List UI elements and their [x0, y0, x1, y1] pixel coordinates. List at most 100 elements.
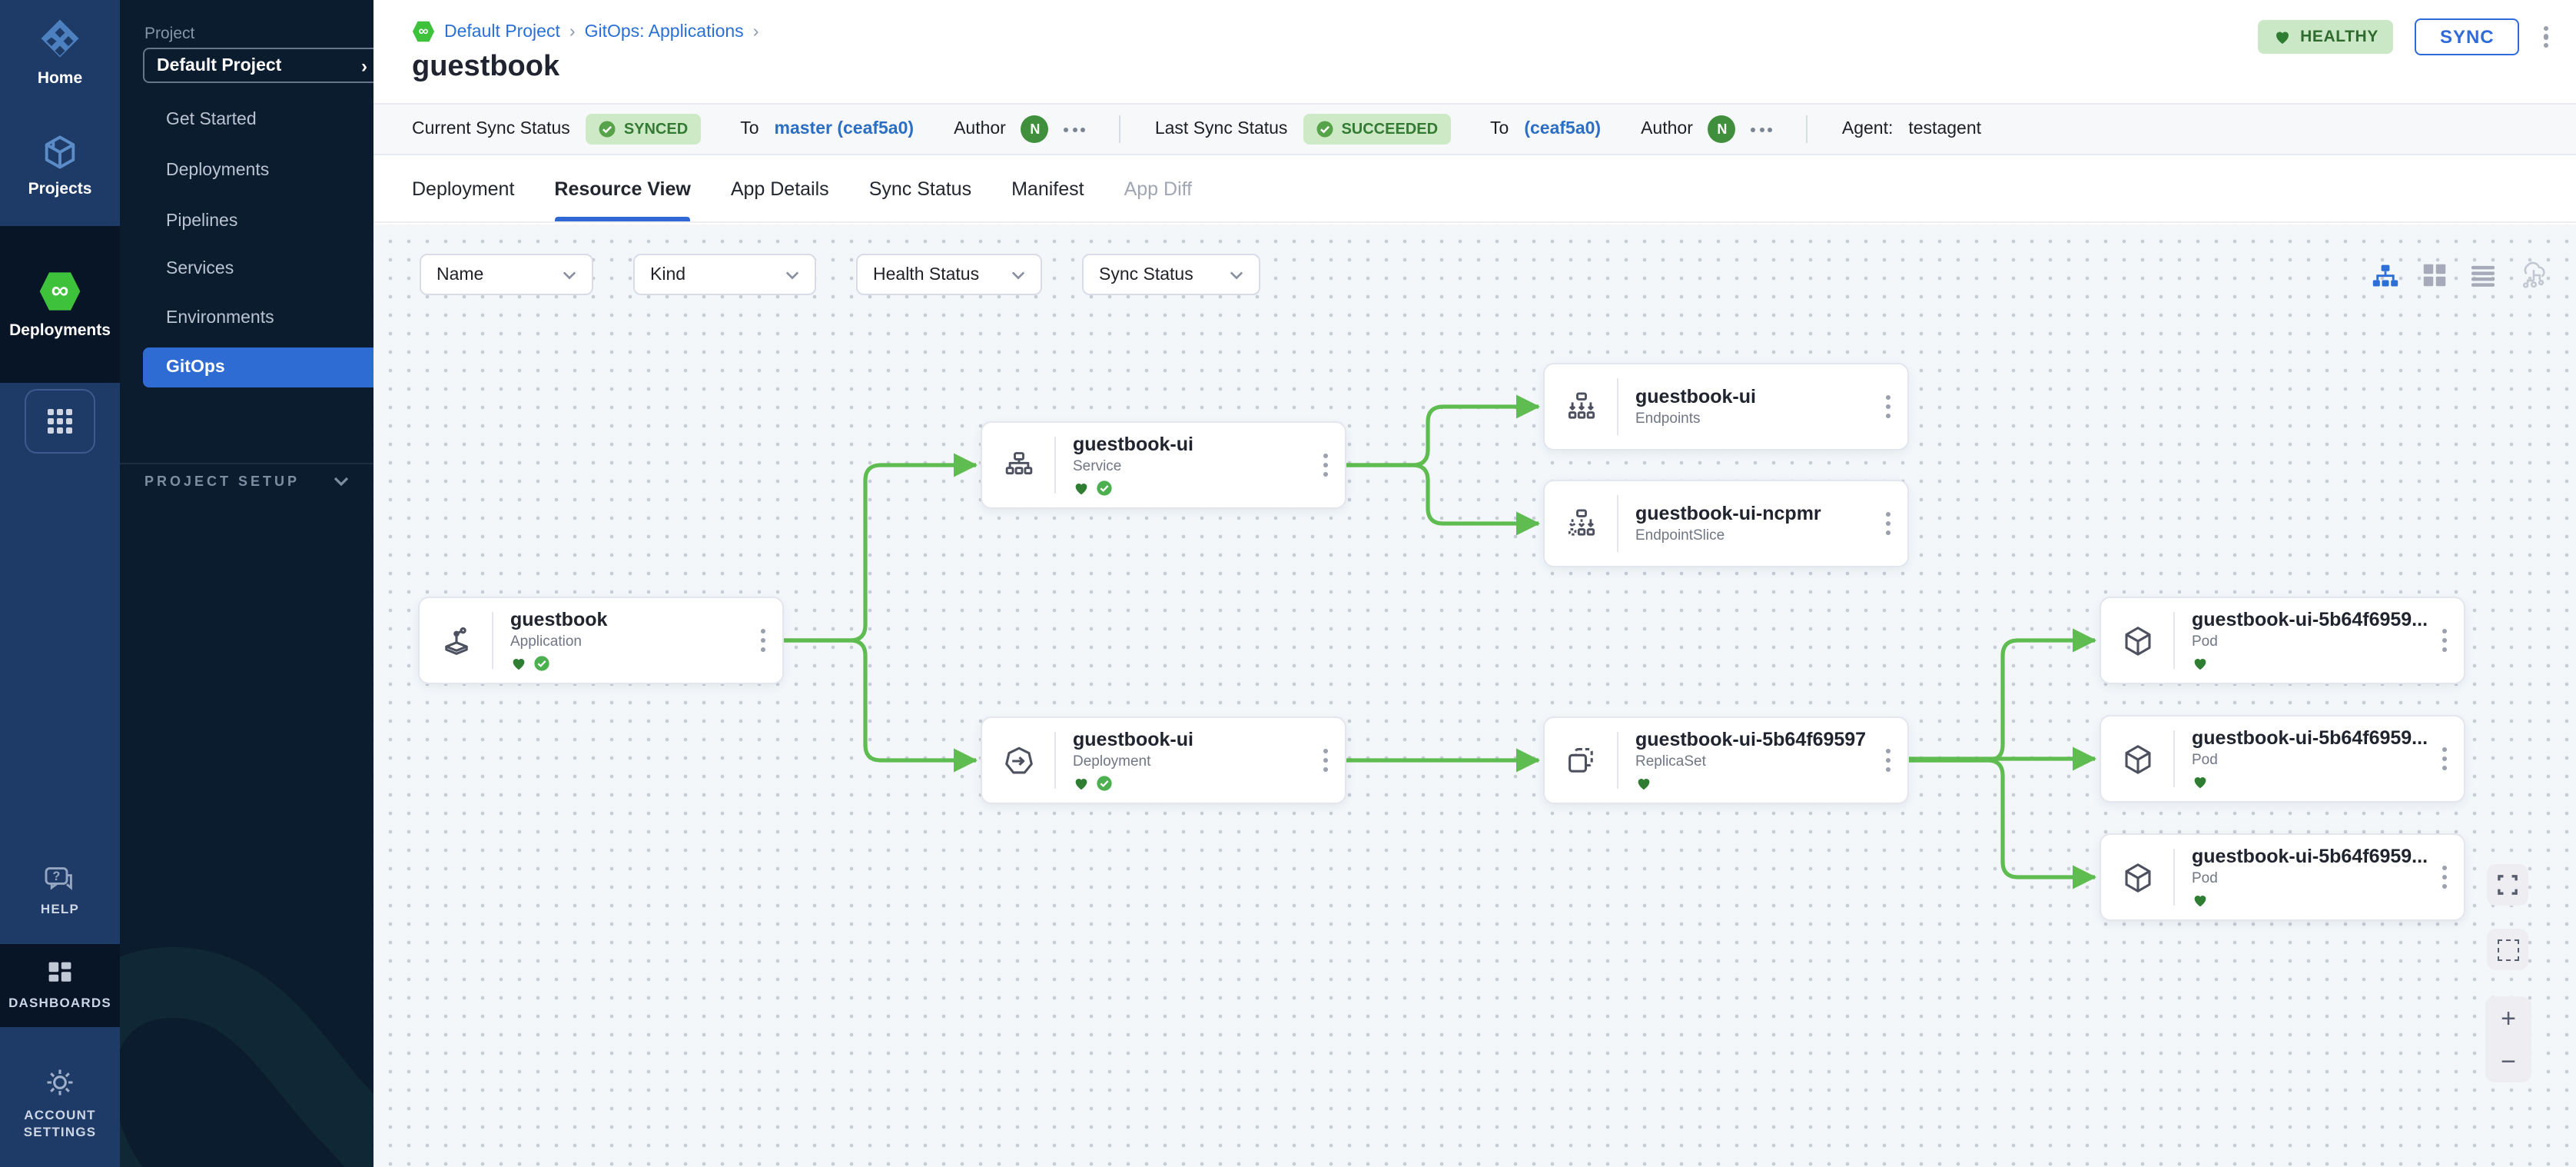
dashboards-icon [48, 962, 71, 982]
tab-deployment[interactable]: Deployment [412, 178, 515, 199]
rail-item-home[interactable]: Home [0, 15, 120, 108]
node-title: guestbook-ui-5b64f6959... [2192, 609, 2428, 630]
tab-app-details[interactable]: App Details [730, 178, 829, 199]
node-title: guestbook-ui-5b64f6959... [2192, 846, 2428, 867]
list-view-icon[interactable] [2470, 264, 2496, 287]
tab-resource-view[interactable]: Resource View [554, 155, 691, 221]
tab-app-diff: App Diff [1124, 178, 1193, 199]
node-menu-button[interactable] [1320, 451, 1331, 479]
page-header: ∞ Default Project › GitOps: Applications… [373, 0, 2576, 103]
current-target-revision-link[interactable]: master (ceaf5a0) [774, 120, 915, 138]
filter-health-status[interactable]: Health Status [856, 254, 1042, 295]
main-content: ∞ Default Project › GitOps: Applications… [373, 0, 2576, 1167]
author-avatar[interactable]: N [1708, 115, 1736, 143]
sidebar-item-gitops[interactable]: GitOps [143, 347, 373, 387]
sidebar-item-get-started[interactable]: Get Started [166, 111, 257, 129]
node-pod-3[interactable]: guestbook-ui-5b64f6959... Pod [2100, 833, 2465, 921]
node-kind: Service [1073, 458, 1122, 475]
project-selector-value: Default Project [157, 56, 282, 75]
filter-name[interactable]: Name [420, 254, 593, 295]
node-menu-button[interactable] [758, 626, 768, 654]
zoom-in-button[interactable]: + [2501, 1003, 2516, 1032]
node-deployment-guestbook-ui[interactable]: guestbook-ui Deployment [981, 716, 1346, 804]
network-view-icon[interactable] [2519, 261, 2548, 289]
node-pod-2[interactable]: guestbook-ui-5b64f6959... Pod [2100, 715, 2465, 803]
node-pod-1[interactable]: guestbook-ui-5b64f6959... Pod [2100, 597, 2465, 684]
zoom-out-button[interactable]: − [2501, 1046, 2516, 1076]
rail-item-label: ACCOUNT SETTINGS [23, 1106, 97, 1139]
node-menu-button[interactable] [1320, 746, 1331, 774]
app-menu-button[interactable] [2541, 22, 2551, 51]
node-replicaset-guestbook-ui-5b64f69597[interactable]: guestbook-ui-5b64f69597 ReplicaSet [1543, 716, 1909, 804]
node-title: guestbook-ui-5b64f69597 [1635, 729, 1867, 750]
module-picker-button[interactable] [0, 383, 120, 460]
node-menu-button[interactable] [1883, 509, 1894, 537]
grid-view-icon[interactable] [2422, 263, 2447, 288]
node-title: guestbook-ui [1635, 386, 1756, 407]
sidebar-item-pipelines[interactable]: Pipelines [166, 212, 238, 231]
node-kind: ReplicaSet [1635, 753, 1706, 770]
application-icon [420, 623, 492, 657]
view-toggles [2372, 261, 2548, 289]
more-options-icon[interactable] [1751, 127, 1773, 131]
node-endpoints-guestbook-ui[interactable]: guestbook-ui Endpoints [1543, 363, 1909, 451]
chevron-down-icon [1011, 271, 1025, 279]
node-menu-button[interactable] [1883, 392, 1894, 421]
sidebar-item-deployments[interactable]: Deployments [166, 161, 270, 180]
rail-item-deployments[interactable]: ∞ Deployments [0, 226, 120, 383]
node-title: guestbook-ui-ncpmr [1635, 503, 1821, 524]
author-label: Author [1641, 120, 1693, 138]
check-circle-icon [1316, 121, 1333, 138]
marquee-select-button[interactable] [2487, 929, 2528, 970]
tree-view-icon[interactable] [2372, 262, 2399, 288]
node-endpointslice-guestbook-ui-ncpmr[interactable]: guestbook-ui-ncpmr EndpointSlice [1543, 480, 1909, 567]
breadcrumb-separator: › [569, 22, 576, 41]
heart-icon [2276, 32, 2289, 44]
tab-manifest[interactable]: Manifest [1011, 178, 1084, 199]
sync-status-bar: Current Sync Status SYNCED To master (ce… [373, 103, 2576, 155]
healthy-heart-icon [2194, 776, 2206, 788]
breadcrumb-link[interactable]: Default Project [444, 22, 560, 41]
chevron-down-icon [785, 271, 799, 279]
rail-item-label: Home [37, 69, 83, 88]
health-status-badge: HEALTHY [2257, 20, 2394, 54]
sidebar-item-environments[interactable]: Environments [166, 309, 274, 327]
rail-item-account-settings[interactable]: ACCOUNT SETTINGS [0, 1039, 120, 1167]
project-selector[interactable]: Default Project › [143, 48, 373, 83]
check-circle-icon [599, 121, 616, 138]
project-setup-toggle[interactable]: PROJECT SETUP [144, 474, 349, 489]
node-application-guestbook[interactable]: guestbook Application [418, 597, 784, 684]
filter-kind[interactable]: Kind [633, 254, 816, 295]
node-kind: Pod [2192, 633, 2218, 650]
resource-tree-canvas[interactable]: Name Kind Health Status Sync Status [373, 224, 2576, 1167]
more-options-icon[interactable] [1064, 127, 1086, 131]
gear-icon [47, 1069, 73, 1096]
node-title: guestbook-ui [1073, 729, 1193, 750]
rail-item-help[interactable]: ? HELP [0, 855, 120, 929]
svg-text:?: ? [53, 869, 61, 883]
sync-button[interactable]: SYNC [2415, 18, 2519, 55]
to-label: To [1490, 120, 1509, 138]
rail-item-dashboards[interactable]: DASHBOARDS [0, 944, 120, 1027]
rail-item-projects[interactable]: Projects [0, 132, 120, 217]
agent-label: Agent: [1841, 120, 1894, 138]
last-target-revision-link[interactable]: (ceaf5a0) [1524, 120, 1602, 138]
sidebar-item-services[interactable]: Services [166, 260, 234, 278]
tab-sync-status[interactable]: Sync Status [868, 178, 972, 199]
agent-value: testagent [1908, 120, 1982, 138]
healthy-heart-icon [2194, 895, 2206, 906]
node-service-guestbook-ui[interactable]: guestbook-ui Service [981, 421, 1346, 509]
gitops-watermark [120, 946, 373, 1167]
author-avatar[interactable]: N [1021, 115, 1049, 143]
current-sync-label: Current Sync Status [412, 120, 570, 138]
node-menu-button[interactable] [2439, 863, 2450, 891]
node-menu-button[interactable] [1883, 746, 1894, 774]
filter-sync-status[interactable]: Sync Status [1082, 254, 1260, 295]
breadcrumb-link[interactable]: GitOps: Applications [584, 22, 744, 41]
node-menu-button[interactable] [2439, 626, 2450, 654]
node-menu-button[interactable] [2439, 744, 2450, 773]
pod-icon [2101, 742, 2173, 776]
fit-screen-button[interactable] [2487, 864, 2528, 906]
home-icon [41, 19, 79, 58]
